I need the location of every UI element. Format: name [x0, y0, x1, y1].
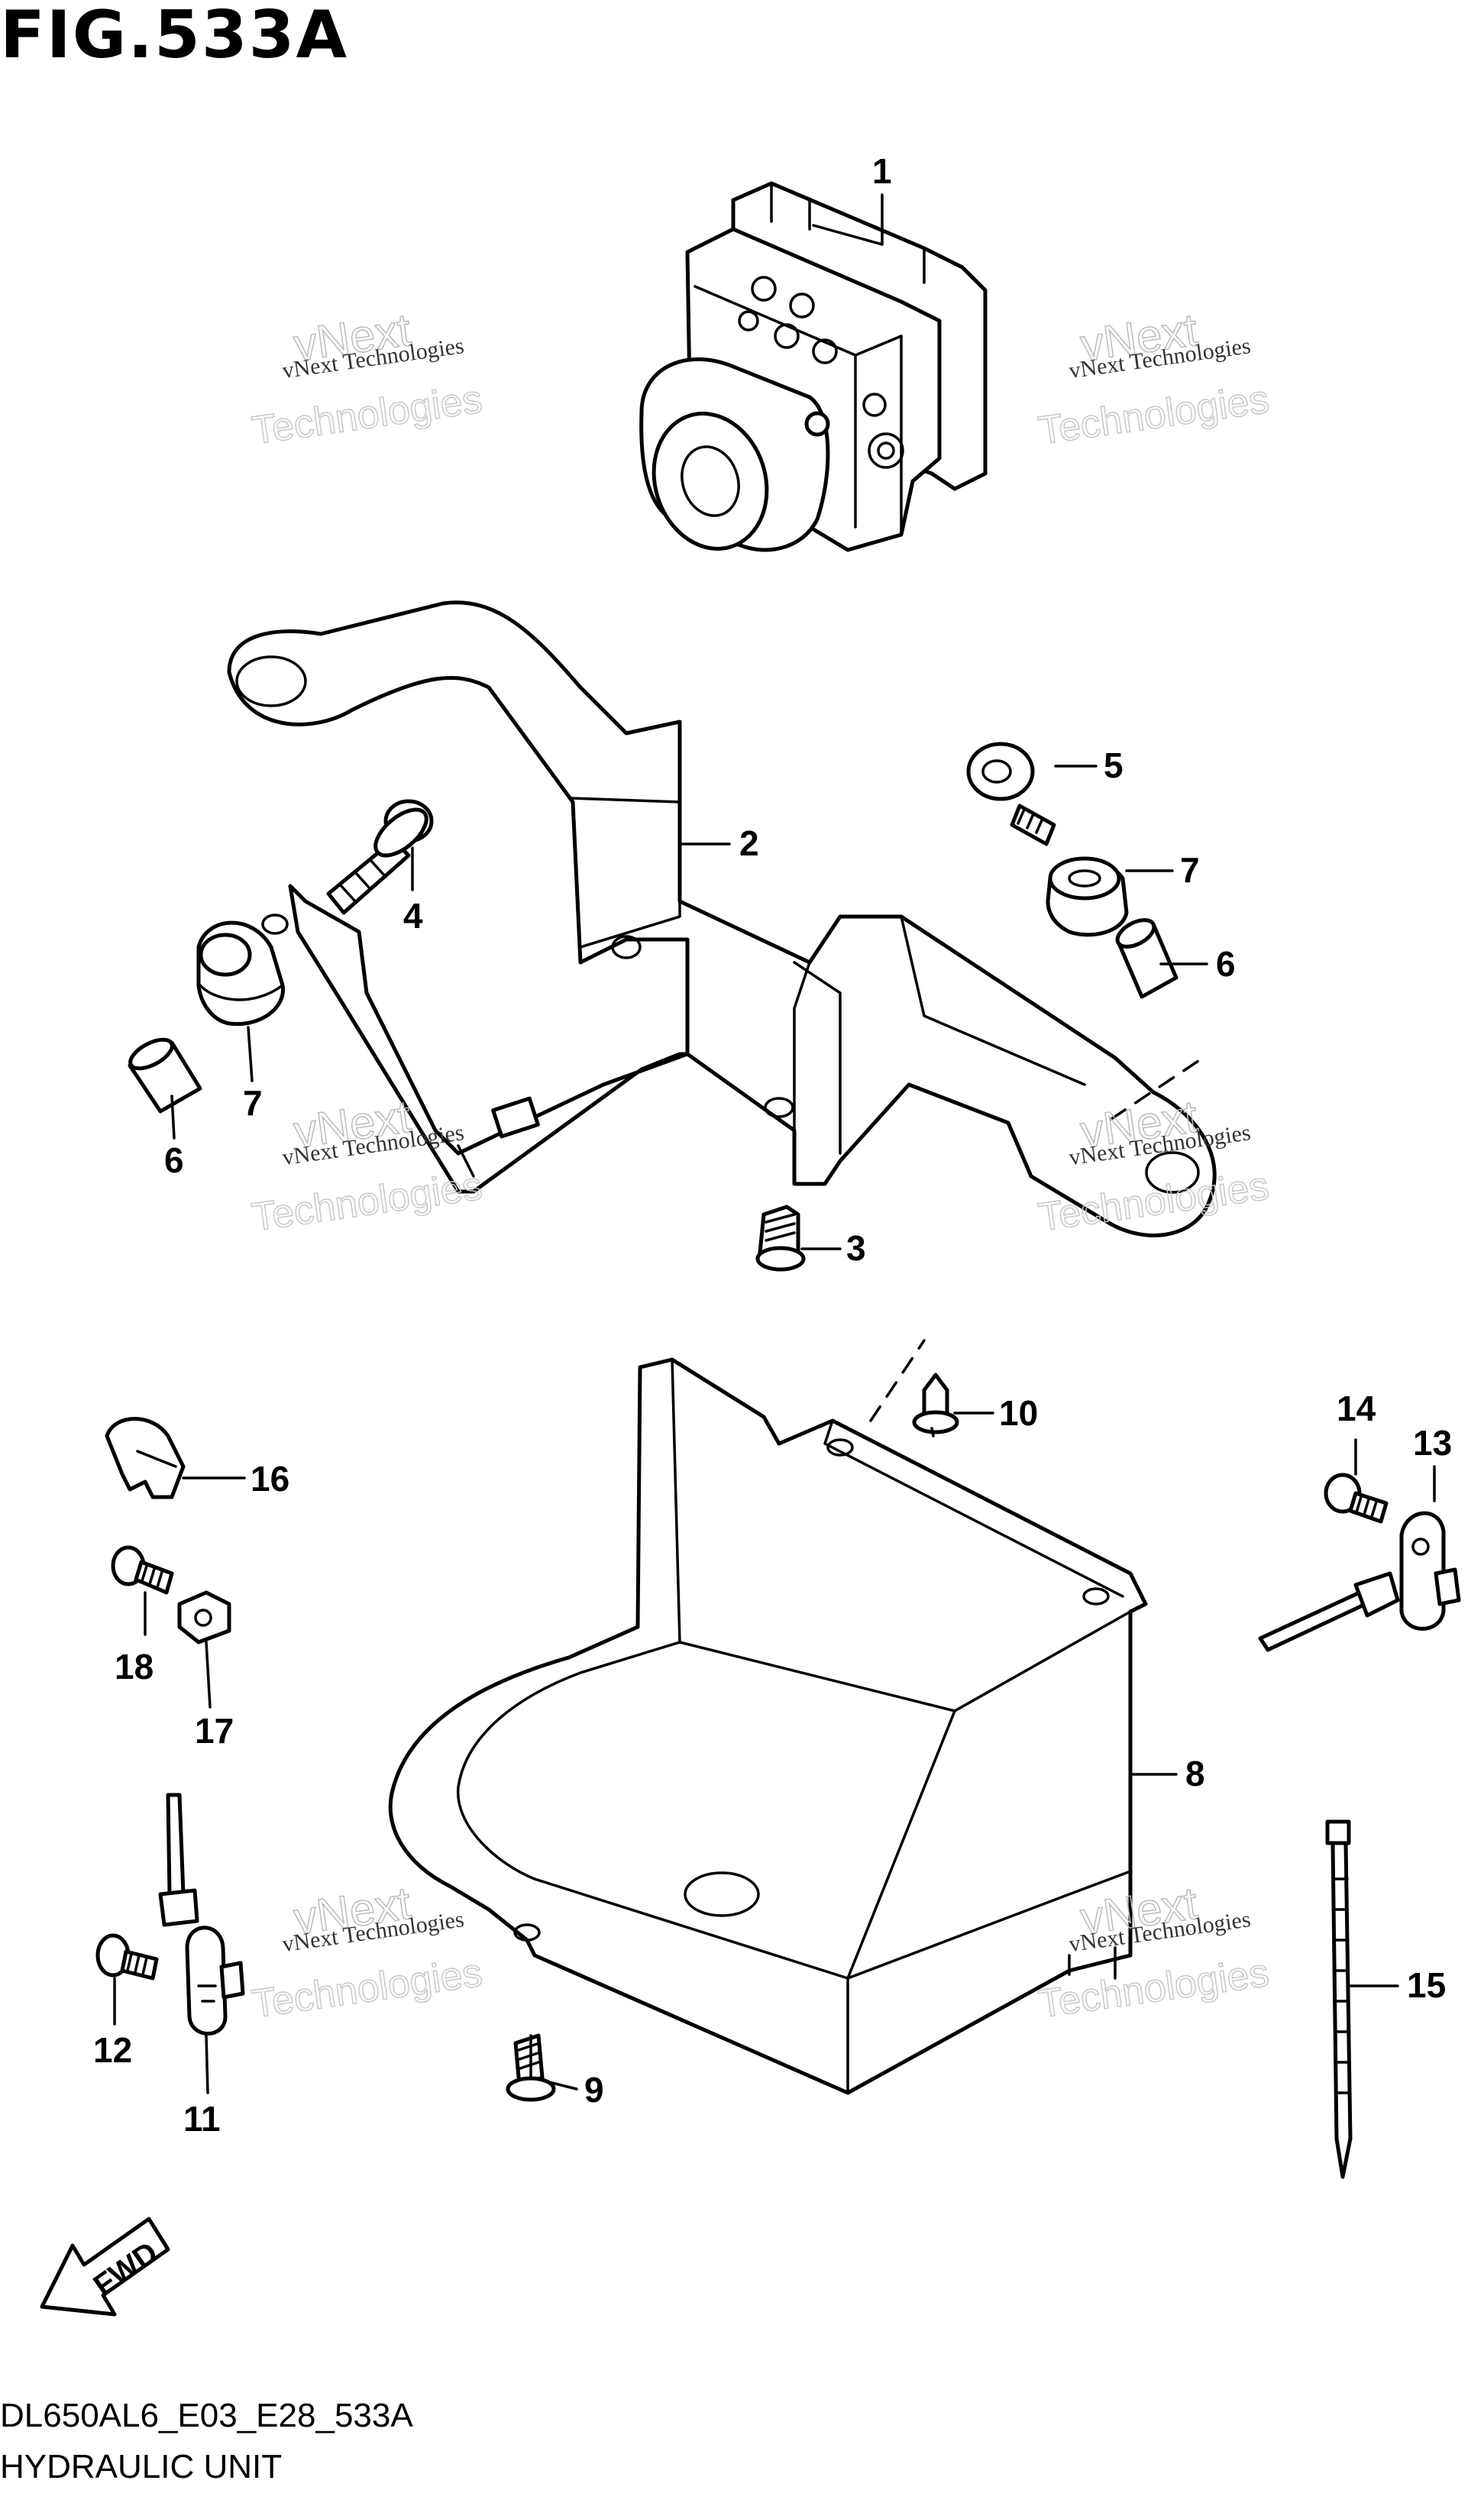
callout-9: 9 [584, 2070, 604, 2110]
part-8-tray[interactable] [388, 1339, 1148, 2095]
svg-text:Technologies: Technologies [1036, 377, 1272, 454]
callout-6-right: 6 [1216, 944, 1236, 984]
part-abs-hydraulic-unit[interactable] [637, 181, 988, 564]
callout-8: 8 [1185, 1754, 1205, 1793]
watermark-low-left: vNext vNext Technologies Technologies [249, 1877, 486, 2027]
part-6-collar-right[interactable] [1113, 914, 1178, 999]
part-13-speed-sensor[interactable] [1258, 1511, 1461, 1652]
watermark-top-right: vNext vNext Technologies Technologies [1036, 303, 1272, 454]
callout-12: 12 [93, 2030, 132, 2070]
part-17-nut-clip[interactable] [177, 1590, 231, 1644]
callout-10: 10 [999, 1393, 1038, 1433]
callout-13: 13 [1413, 1423, 1452, 1463]
callout-17: 17 [195, 1711, 234, 1751]
figure-title: FIG.533A [0, 0, 349, 73]
callout-16: 16 [251, 1459, 289, 1499]
part-10-clip[interactable] [912, 1373, 959, 1437]
svg-text:Technologies: Technologies [249, 1164, 485, 1240]
callout-11: 11 [183, 2099, 221, 2139]
part-4-bolt[interactable] [326, 799, 434, 915]
callout-1: 1 [872, 151, 892, 191]
part-3-bolt[interactable] [755, 1205, 806, 1272]
part-7-grommet-right[interactable] [1046, 856, 1129, 937]
part-6-collar-left[interactable] [126, 1034, 202, 1114]
part-bracket[interactable] [227, 600, 1217, 1237]
callout-4: 4 [403, 896, 423, 936]
callout-2: 2 [739, 823, 759, 863]
watermark-top-left: vNext vNext Technologies Technologies [249, 303, 486, 454]
part-15-cable-tie[interactable] [1325, 1819, 1353, 2179]
part-7-grommet-left[interactable] [196, 920, 285, 1027]
callout-numbers: 1 2 3 4 5 6 6 7 7 8 9 10 11 12 13 14 15 … [93, 151, 1452, 2139]
leader-lines [113, 193, 1436, 2094]
callout-14: 14 [1337, 1389, 1376, 1428]
svg-text:Technologies: Technologies [249, 1951, 485, 2027]
callout-18: 18 [115, 1647, 154, 1686]
part-14-bolt[interactable] [1324, 1473, 1389, 1524]
callout-3: 3 [846, 1228, 866, 1268]
figure-code: DL650AL6_E03_E28_533A [0, 2397, 413, 2434]
figure-name: HYDRAULIC UNIT [0, 2448, 283, 2485]
part-5-bolt[interactable] [966, 742, 1056, 846]
callout-5: 5 [1104, 745, 1124, 785]
callout-7-left: 7 [243, 1083, 263, 1123]
callout-7-right: 7 [1180, 850, 1200, 890]
part-11-speed-sensor[interactable] [158, 1793, 245, 2036]
callout-6-left: 6 [164, 1140, 184, 1180]
svg-text:Technologies: Technologies [249, 377, 485, 454]
part-16-clamp[interactable] [105, 1417, 186, 1499]
part-12-bolt[interactable] [95, 1933, 159, 1981]
part-18-bolt[interactable] [111, 1545, 174, 1595]
fwd-arrow: FWD [40, 2217, 170, 2317]
callout-15: 15 [1407, 1965, 1446, 2005]
